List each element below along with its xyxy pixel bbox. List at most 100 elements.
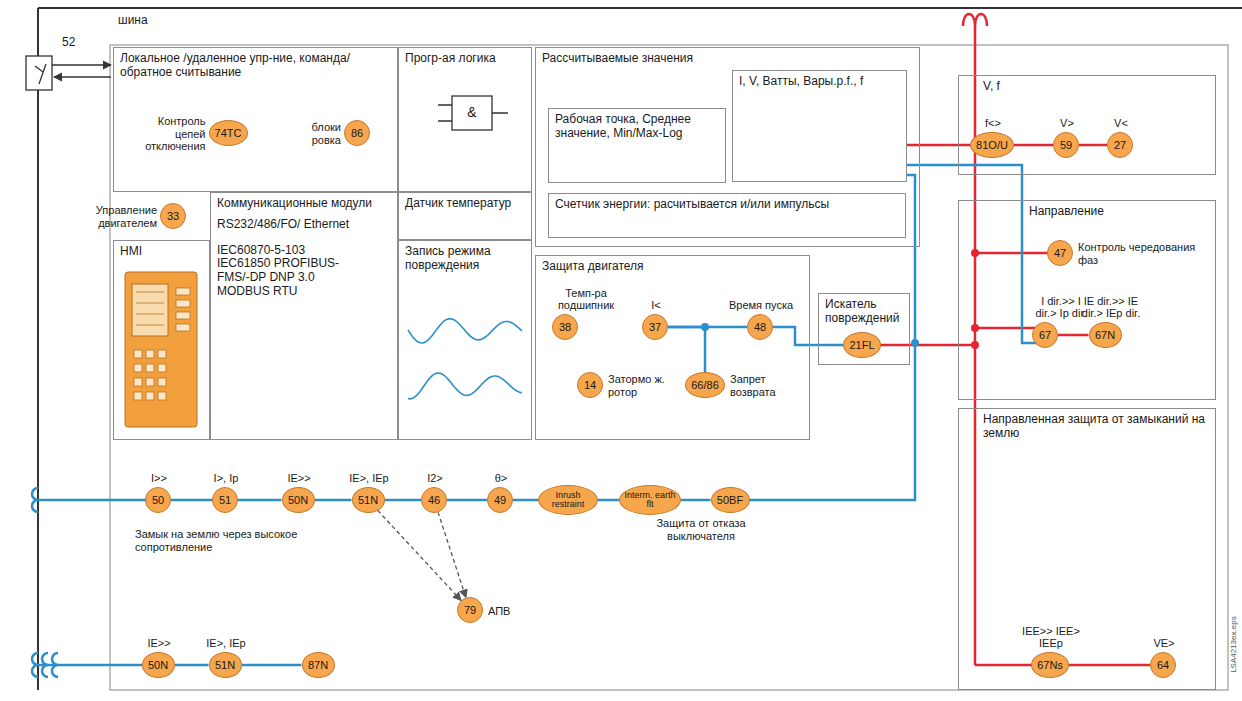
junction-dot [701, 141, 979, 349]
function-number: 21FL [849, 339, 874, 352]
function-number: 50BF [717, 494, 743, 507]
setting-caption: IE>, IEp [196, 637, 256, 650]
hmi-panel-picture-part [158, 378, 166, 386]
ansi-function-circle: 66/86Запрет возврата [685, 372, 725, 398]
junction-dot-part [911, 339, 919, 347]
and-gate-part [438, 105, 508, 121]
diagram-label: шина [118, 14, 178, 28]
wire-connector [171, 499, 212, 502]
hmi-panel-picture-part [158, 364, 166, 372]
setting-caption: Контроль цепей отключения [126, 115, 206, 153]
hmi-panel-picture-part [134, 364, 142, 372]
setting-caption: блоки ровка [281, 121, 341, 146]
device-frame-part [110, 45, 1228, 690]
wire-connector [668, 327, 705, 372]
setting-caption: Время пуска [726, 299, 796, 312]
hmi-panel-picture-part [146, 350, 154, 358]
setting-caption: IE>> [269, 472, 329, 485]
function-number: 38 [559, 321, 571, 334]
ansi-function-circle: 87N [302, 652, 335, 678]
current-wiring-part [32, 488, 38, 512]
junction-dot-part [971, 249, 979, 257]
function-number: 59 [1060, 139, 1072, 152]
circuit-breaker-part [54, 76, 111, 77]
circuit-breaker-part [52, 64, 111, 65]
ansi-function-circle: 46I2> [421, 487, 447, 513]
wire-connector [773, 327, 843, 345]
hmi-panel-picture-part [176, 300, 190, 307]
ansi-function-circle: 51I>, Ip [212, 487, 238, 513]
fault-record-waveform-part [408, 373, 522, 399]
function-number: 46 [428, 494, 440, 507]
hmi-panel-picture-part [132, 284, 168, 336]
hmi-panel-picture-part [134, 392, 142, 400]
function-group-box: Рабочая точка, Среднее значение, Min/Max… [548, 108, 726, 183]
hmi-panel-picture-part [136, 292, 164, 293]
function-number: 86 [351, 127, 363, 140]
ansi-function-circle: 47Контроль чередования фаз [1047, 240, 1073, 266]
setting-caption: IE dir.>> IE dir.> IEp dir. [1080, 295, 1142, 320]
circuit-breaker-part [35, 66, 43, 72]
connectors [171, 145, 1150, 665]
function-group-box: Направленная защита от замыканий на земл… [958, 408, 1216, 690]
file-watermark: LSA4213ex.eps [1229, 615, 1238, 675]
function-number: 49 [494, 494, 506, 507]
setting-caption: VE> [1144, 637, 1184, 650]
wire-connector [1069, 664, 1150, 667]
function-group-box: Направление47Контроль чередования фаз67I… [958, 200, 1216, 400]
hmi-panel-picture-part [146, 392, 154, 400]
function-number: 37 [649, 321, 661, 334]
function-number: 51N [215, 659, 235, 672]
wire-connector [598, 499, 619, 502]
ansi-function-circle: 67NIE dir.>> IE dir.> IEp dir. [1089, 322, 1122, 348]
function-group-box: Рассчитываемые значенияРабочая точка, Ср… [535, 47, 920, 247]
ansi-function-circle: 38Темп-ра подшипник [552, 314, 578, 340]
box-heading: I, V, Ватты, Вары.p.f., f [739, 75, 900, 89]
ansi-function-circle: 67I dir.>> I dir.> Ip dir. [1032, 322, 1058, 348]
function-number: Inrush restraint [539, 491, 597, 510]
circuit-breaker-part [26, 56, 52, 90]
function-number: 50N [288, 494, 308, 507]
current-wiring [32, 165, 1045, 677]
hmi-panel-picture-part [146, 378, 154, 386]
hmi-panel-picture-part [146, 364, 154, 372]
circuit-breaker-part [39, 64, 46, 84]
box-heading: HMI [120, 245, 203, 259]
function-group-box: Защита двигателя38Темп-ра подшипник37I<4… [535, 255, 810, 440]
function-number: 67N [1095, 329, 1115, 342]
hmi-panel-picture-part [176, 312, 190, 319]
function-number: 14 [584, 379, 596, 392]
ansi-function-circle: 14Затормо ж. ротор [577, 372, 603, 398]
ansi-function-circle: 37I< [642, 314, 668, 340]
ansi-function-circle: 50I>> [145, 487, 171, 513]
function-number: 67 [1039, 329, 1051, 342]
wire-connector [1058, 334, 1089, 337]
setting-caption: Запрет возврата [730, 373, 810, 398]
diagram-label: Замык на землю через высокое сопротивлен… [135, 528, 350, 553]
ansi-function-circle: 50NIE>> [142, 652, 175, 678]
setting-caption: Затормо ж. ротор [608, 373, 678, 398]
setting-caption: Темп-ра подшипник [541, 287, 631, 312]
function-number: 66/86 [691, 379, 719, 392]
wire-connector [513, 499, 538, 502]
hmi-panel-picture-part [158, 350, 166, 358]
hmi-panel-picture-part [136, 325, 164, 326]
setting-caption: V< [1101, 117, 1141, 130]
function-number: 64 [1157, 659, 1169, 672]
box-heading: Запись режима повреждения [405, 245, 525, 273]
ansi-function-circle: 79АПВ [457, 597, 483, 623]
wire-connector [242, 664, 302, 667]
setting-caption: f<> [963, 117, 1023, 130]
device-frame [110, 45, 1228, 690]
function-number: 50N [148, 659, 168, 672]
current-wiring-part [52, 653, 58, 677]
setting-caption: АПВ [488, 605, 528, 618]
ansi-function-circle: 50NIE>> [282, 487, 315, 513]
circuit-breaker [26, 56, 111, 90]
box-heading: Направленная защита от замыканий на земл… [983, 413, 1209, 441]
function-group-box: Датчик температур [398, 192, 532, 240]
control-arrow [438, 512, 466, 597]
ansi-function-circle: 33Управление двигателем [160, 203, 186, 229]
